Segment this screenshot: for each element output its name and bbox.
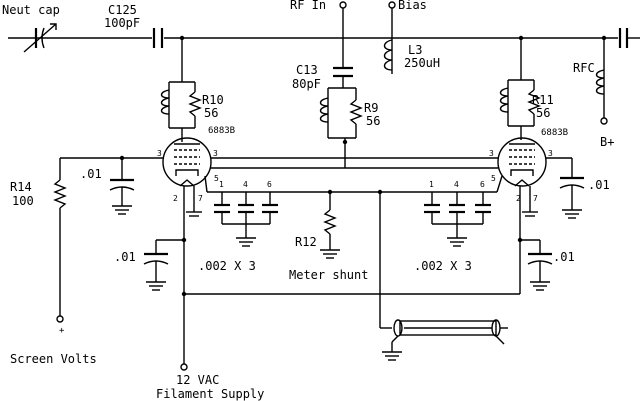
left-plate-network — [160, 35, 202, 142]
meter-coax — [379, 192, 508, 361]
r12-meter-shunt — [320, 192, 340, 259]
right-coupling-capacitor — [618, 28, 629, 48]
rfc-label: RFC — [573, 61, 595, 75]
left-pin5-label: 5 — [214, 174, 219, 183]
right-tube-6883b — [497, 137, 547, 187]
c125-capacitor — [152, 28, 164, 48]
bias-label: Bias — [398, 0, 427, 12]
left-cathode-caps-value: .002 X 3 — [198, 259, 256, 273]
filament-supply-label: Filament Supply — [156, 387, 264, 401]
left-pin1-label: 1 — [219, 180, 224, 189]
bias-terminal-l3 — [383, 1, 396, 74]
r11-label: R11 — [532, 93, 554, 107]
neut-cap-variable — [23, 23, 57, 53]
right-tube-type: 6883B — [541, 128, 568, 138]
meter-shunt-label: Meter shunt — [289, 268, 368, 282]
c13-label: C13 — [296, 63, 318, 77]
right-filament-bypass-cap — [527, 240, 553, 291]
right-pin4-label: 4 — [454, 180, 459, 189]
left-pin4-label: 4 — [243, 180, 248, 189]
rf-in-label: RF In — [290, 0, 326, 12]
right-pin2-label: 2 — [516, 194, 521, 203]
left-pin2-label: 2 — [173, 194, 178, 203]
r10-value: 56 — [204, 106, 218, 120]
c13-value: 80pF — [292, 77, 321, 91]
left-tube-6883b — [162, 137, 212, 187]
rfc-choke — [595, 35, 608, 125]
screen-volts-label: Screen Volts — [10, 352, 97, 366]
l3-label: L3 — [408, 43, 422, 57]
input-node — [319, 87, 363, 168]
right-pin1-label: 1 — [429, 180, 434, 189]
left-bypass-cap-value: .01 — [80, 167, 102, 181]
r14-label: R14 — [10, 180, 32, 194]
r11-value: 56 — [536, 106, 550, 120]
right-pin3b-label: 3 — [548, 149, 553, 158]
rf-input-terminal — [333, 1, 353, 88]
left-screen-bypass-cap — [109, 155, 135, 215]
neut-cap-label: Neut cap — [2, 3, 60, 17]
left-cathode-caps — [214, 192, 278, 247]
right-bypass-cap-value: .01 — [588, 178, 610, 192]
screen-plus-sign: + — [59, 326, 65, 336]
left-pin7-label: 7 — [198, 194, 203, 203]
left-pin6-label: 6 — [267, 180, 272, 189]
l3-value: 250uH — [404, 56, 440, 70]
right-cathode-caps-value: .002 X 3 — [414, 259, 472, 273]
r14-resistor — [53, 179, 67, 323]
r14-value: 100 — [12, 194, 34, 208]
right-filament-cap-value: .01 — [553, 250, 575, 264]
right-plate-network — [499, 35, 541, 140]
right-pin6-label: 6 — [480, 180, 485, 189]
left-pin3-label: 3 — [157, 149, 162, 158]
right-pin7-label: 7 — [533, 194, 538, 203]
r10-label: R10 — [202, 93, 224, 107]
r9-label: R9 — [364, 101, 378, 115]
right-cathode-caps — [424, 192, 491, 247]
r9-value: 56 — [366, 114, 380, 128]
r12-label: R12 — [295, 235, 317, 249]
left-filament-cap-value: .01 — [114, 250, 136, 264]
filament-vac-label: 12 VAC — [176, 373, 219, 387]
left-tube-type: 6883B — [208, 126, 235, 136]
screen-bus — [59, 157, 572, 180]
filament-wiring — [156, 186, 540, 371]
c125-value: 100pF — [104, 16, 140, 30]
right-screen-bypass-cap — [559, 158, 585, 219]
bplus-label: B+ — [600, 135, 614, 149]
left-filament-bypass-cap — [143, 240, 169, 291]
left-pin3b-label: 3 — [213, 149, 218, 158]
right-pin5-label: 5 — [491, 174, 496, 183]
right-pin3-label: 3 — [489, 149, 494, 158]
c125-label: C125 — [108, 3, 137, 17]
